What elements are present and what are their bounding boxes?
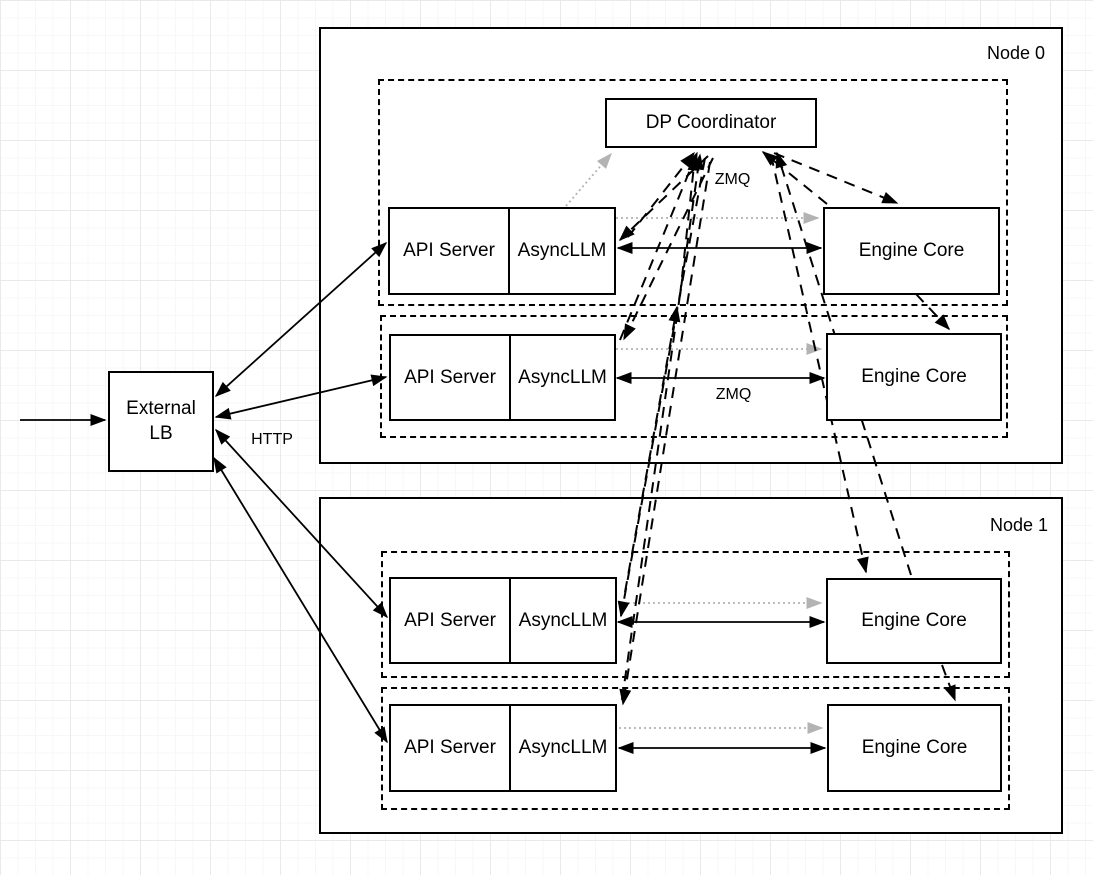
api-server-label-n0r2: API Server bbox=[391, 336, 511, 419]
engine-core-label-n1r1: Engine Core bbox=[861, 609, 967, 631]
dp-coordinator-box: DP Coordinator bbox=[605, 98, 817, 148]
http-label: HTTP bbox=[251, 431, 293, 448]
external-lb-label-line2: LB bbox=[149, 422, 173, 444]
api-async-box-n0r2: API Server AsyncLLM bbox=[389, 334, 616, 421]
zmq-coordinator-label: ZMQ bbox=[714, 171, 751, 188]
api-server-label-n1r1: API Server bbox=[391, 579, 511, 662]
api-async-box-n1r1: API Server AsyncLLM bbox=[389, 577, 617, 664]
node0-label: Node 0 bbox=[986, 43, 1045, 63]
dp-coordinator-label: DP Coordinator bbox=[645, 111, 777, 133]
zmq-engine-label: ZMQ bbox=[715, 386, 752, 403]
async-llm-label-n0r1: AsyncLLM bbox=[517, 240, 607, 261]
async-llm-label-n1r2: AsyncLLM bbox=[518, 737, 608, 758]
engine-core-box-n0r2: Engine Core bbox=[826, 333, 1002, 421]
api-server-label-n1r2: API Server bbox=[391, 706, 511, 790]
engine-core-label-n0r2: Engine Core bbox=[861, 365, 967, 387]
api-server-label-n0r1: API Server bbox=[390, 209, 510, 293]
async-llm-label-n1r1: AsyncLLM bbox=[518, 609, 608, 631]
engine-core-box-n1r1: Engine Core bbox=[826, 578, 1002, 664]
api-async-box-n0r1: API Server AsyncLLM bbox=[388, 207, 616, 295]
node1-label: Node 1 bbox=[989, 515, 1048, 535]
engine-core-box-n0r1: Engine Core bbox=[823, 207, 1000, 295]
external-lb-label-line1: External bbox=[126, 397, 196, 419]
external-lb-box: External LB bbox=[108, 371, 214, 472]
engine-core-label-n1r2: Engine Core bbox=[861, 736, 968, 758]
api-async-box-n1r2: API Server AsyncLLM bbox=[389, 704, 617, 792]
engine-core-label-n0r1: Engine Core bbox=[858, 239, 965, 261]
async-llm-label-n0r2: AsyncLLM bbox=[518, 366, 607, 388]
engine-core-box-n1r2: Engine Core bbox=[827, 704, 1002, 792]
